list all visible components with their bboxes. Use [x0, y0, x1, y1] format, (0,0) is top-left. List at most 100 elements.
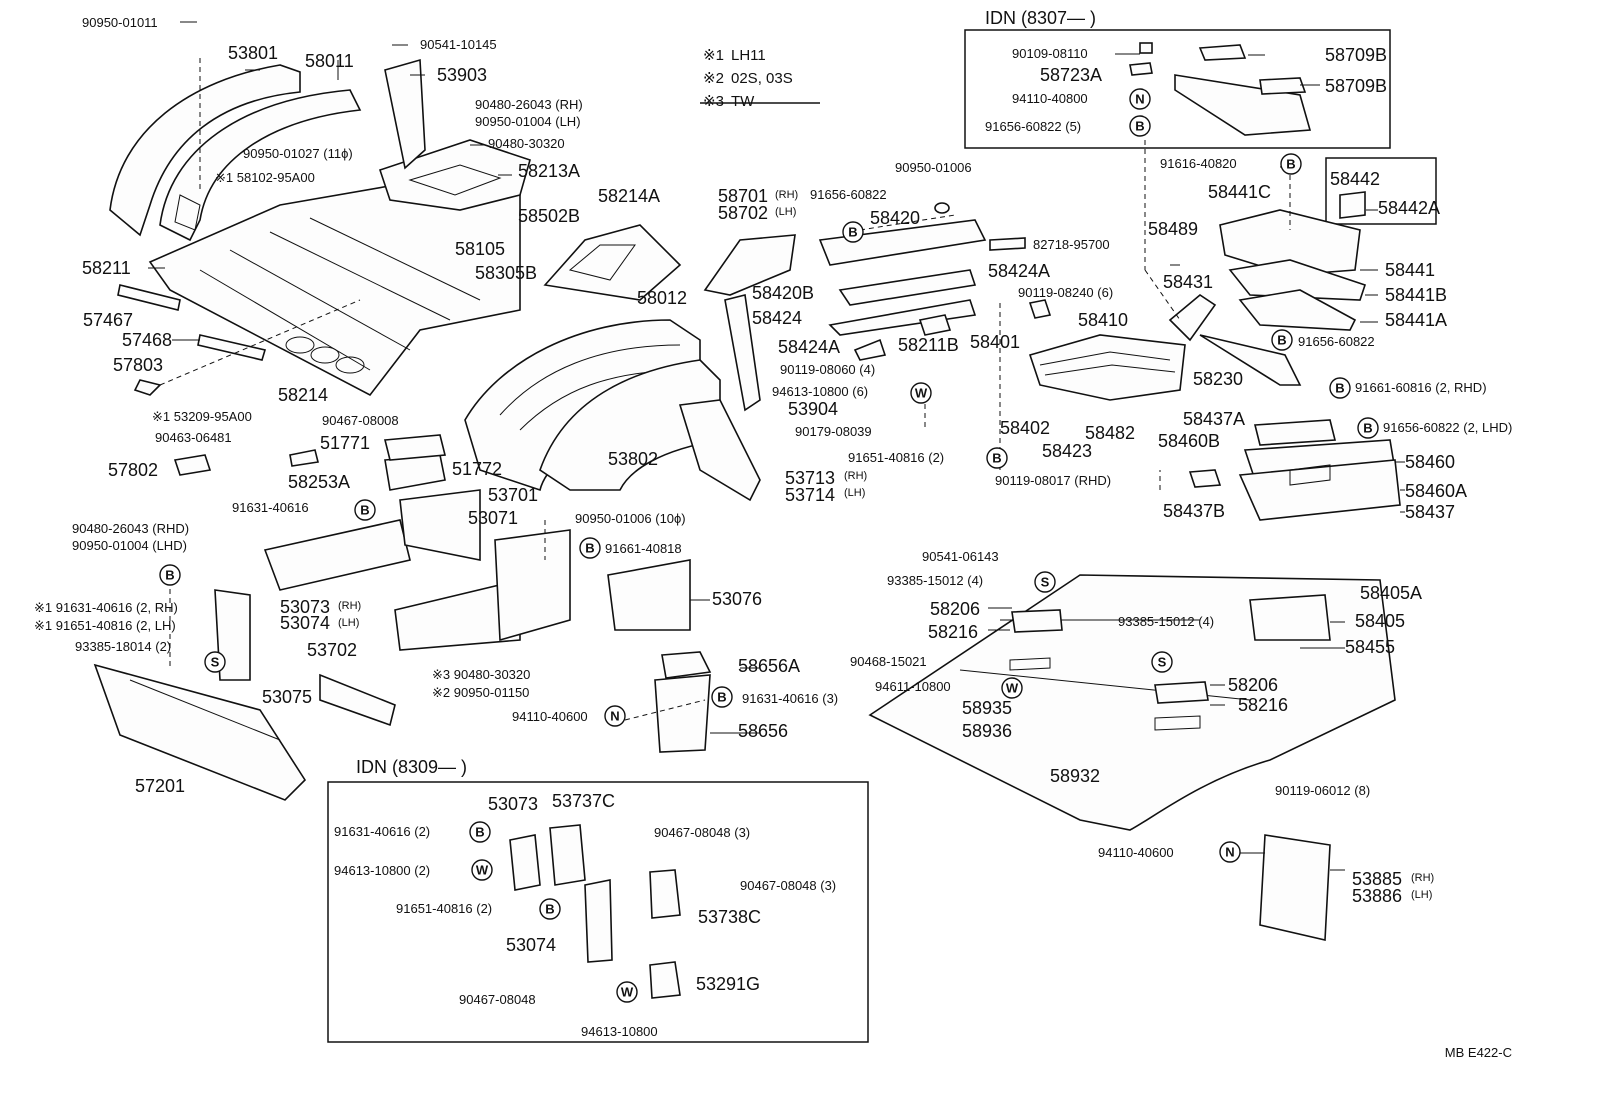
small-parts-left: [117, 284, 319, 476]
part-label: 53737C: [552, 791, 616, 811]
svg-text:W: W: [621, 985, 634, 1000]
symbol-b-circle: B: [354, 499, 376, 521]
part-label: 58656A: [738, 656, 801, 676]
svg-text:B: B: [475, 825, 484, 840]
part-label: 58420B: [752, 283, 815, 303]
part-label: 58932: [1050, 766, 1101, 786]
part-label: 94110-40600: [512, 709, 588, 724]
svg-text:B: B: [1335, 381, 1344, 396]
part-label: 58012: [637, 288, 688, 308]
part-label: 53075: [262, 687, 313, 707]
part-label: 58230: [1193, 369, 1244, 389]
part-label: (LH): [775, 206, 797, 218]
part-label: 58723A: [1040, 65, 1103, 85]
part-label: 53886: [1352, 886, 1403, 906]
part-label: 90467-08008: [322, 413, 399, 428]
svg-text:B: B: [1363, 421, 1372, 436]
panel-53904: [724, 294, 761, 412]
part-label: 58702: [718, 203, 769, 223]
rear-floor-pan-58211: [148, 171, 521, 397]
svg-text:S: S: [1158, 655, 1167, 670]
inset-frame-bottom: [327, 781, 869, 1043]
part-label: 90119-08060 (4): [780, 362, 876, 377]
symbol-w-circle: W: [1001, 677, 1023, 699]
symbol-b-circle: B: [539, 898, 561, 920]
symbol-w-circle: W: [616, 981, 638, 1003]
part-label: 90480-26043 (RH): [475, 97, 583, 112]
part-label: 53802: [608, 449, 659, 469]
symbol-b-circle: B: [159, 564, 181, 586]
panels-53701: [263, 434, 571, 651]
panel-53076: [607, 559, 691, 631]
inset-top-parts: [1129, 42, 1366, 219]
svg-text:N: N: [610, 709, 619, 724]
part-label: 58460A: [1405, 481, 1468, 501]
svg-text:B: B: [360, 503, 369, 518]
part-label: 58011: [305, 51, 354, 71]
part-label: 90950-01011: [82, 15, 158, 30]
symbol-b-circle: B: [1271, 329, 1293, 351]
part-label: 58709B: [1325, 45, 1388, 65]
svg-text:S: S: [211, 655, 220, 670]
part-label: 58437B: [1163, 501, 1226, 521]
part-label: 91631-40616 (3): [742, 691, 839, 706]
part-label: 58441: [1385, 260, 1436, 280]
part-label: 93385-15012 (4): [1118, 614, 1215, 629]
part-label: 58460: [1405, 452, 1456, 472]
mudflap-53885: [1259, 834, 1331, 941]
part-label: 58424A: [778, 337, 841, 357]
part-label: 58216: [928, 622, 979, 642]
svg-text:B: B: [717, 690, 726, 705]
part-label: 90467-08048: [459, 992, 536, 1007]
part-label: ※1 53209-95A00: [152, 409, 252, 424]
part-label: 58482: [1085, 423, 1136, 443]
svg-text:B: B: [992, 451, 1001, 466]
part-label: 58437A: [1183, 409, 1246, 429]
part-label: 90463-06481: [155, 430, 232, 445]
part-label: 53291G: [696, 974, 761, 994]
part-label: 58460B: [1158, 431, 1221, 451]
part-label: (RH): [338, 600, 362, 612]
inset-bottom-parts: [509, 824, 681, 999]
part-label: 82718-95700: [1033, 237, 1110, 252]
inset-title-top: IDN (8307— ): [985, 8, 1097, 28]
part-label: 58213A: [518, 161, 581, 181]
part-label: 90950-01004 (LH): [475, 114, 581, 129]
part-label: 90480-30320: [488, 136, 565, 151]
symbol-n-circle: N: [1219, 841, 1241, 863]
part-label: 58431: [1163, 272, 1214, 292]
part-label: (LH): [1411, 889, 1433, 901]
symbol-w-circle: W: [910, 382, 932, 404]
part-label: (RH): [775, 189, 799, 201]
bracket-58656: [654, 651, 712, 753]
part-label: 58305B: [475, 263, 538, 283]
part-label: 53904: [788, 399, 839, 419]
part-label: 58424: [752, 308, 803, 328]
symbol-s-circle: S: [1034, 571, 1056, 593]
part-label: 57468: [122, 330, 173, 350]
part-label: 94613-10800: [581, 1024, 658, 1039]
inset-frame-58442: [1325, 157, 1437, 225]
svg-text:B: B: [1135, 119, 1144, 134]
part-label: 94611-10800: [875, 679, 951, 694]
part-label: 94613-10800 (2): [334, 863, 431, 878]
part-label: ※2 90950-01150: [432, 685, 530, 700]
part-label: 91661-60816 (2, RHD): [1355, 380, 1487, 395]
part-label: (RH): [844, 470, 868, 482]
part-label: 53738C: [698, 907, 762, 927]
symbol-n-circle: N: [1129, 88, 1151, 110]
symbol-b-circle: B: [842, 221, 864, 243]
part-label: 53076: [712, 589, 763, 609]
part-label: 91656-60822 (2, LHD): [1383, 420, 1513, 435]
part-label: 90467-08048 (3): [740, 878, 837, 893]
part-label: 58214A: [598, 186, 661, 206]
part-label: 58206: [1228, 675, 1279, 695]
part-label: 58405: [1355, 611, 1406, 631]
part-label: 58936: [962, 721, 1013, 741]
part-label: 90950-01006 (10ϕ): [575, 511, 686, 526]
part-label: ※1 58102-95A00: [215, 170, 315, 185]
spare-well-58410: [1028, 334, 1186, 401]
